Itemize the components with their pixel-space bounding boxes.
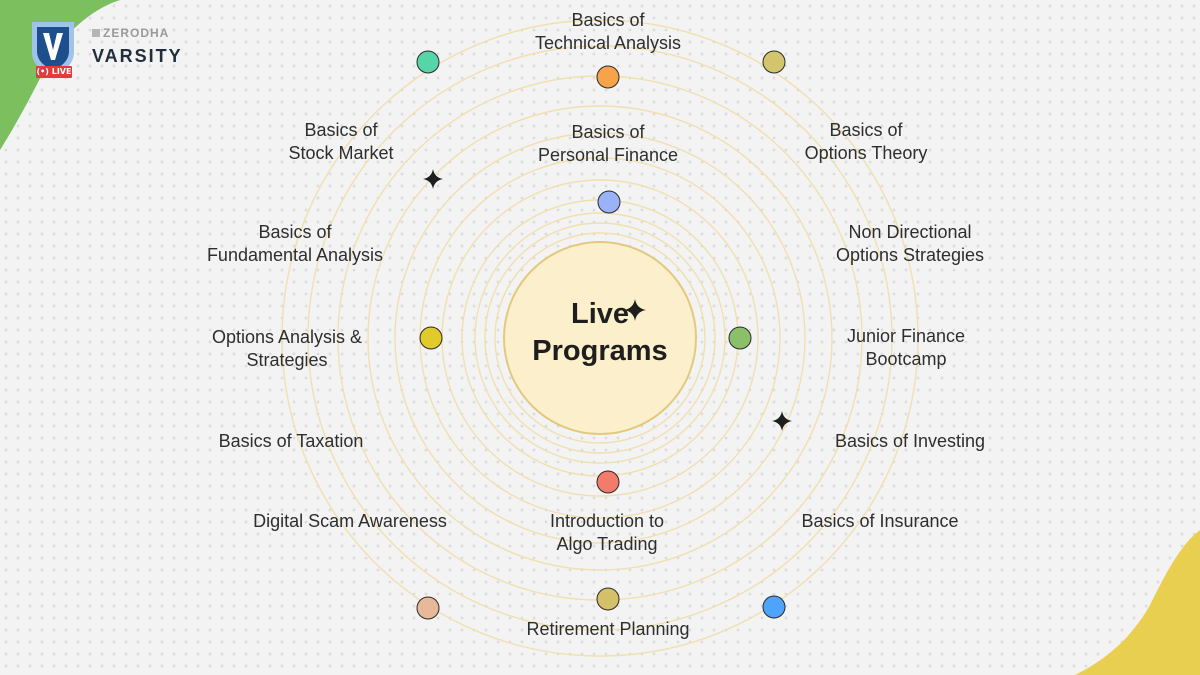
program-taxation[interactable]: Basics of Taxation	[218, 431, 364, 451]
center-title: Live Programs	[510, 296, 690, 370]
decorative-yellow-blob	[1075, 530, 1200, 675]
parent-brand-text: ZERODHA	[103, 26, 170, 40]
orbit-ring	[307, 45, 893, 631]
brand-name: VARSITY	[92, 46, 183, 66]
program-retirement-planning[interactable]: Retirement Planning	[526, 619, 690, 639]
orbit-dot	[762, 50, 786, 74]
sparkle-icon	[772, 411, 792, 431]
orbit-ring	[367, 105, 833, 571]
parent-brand: ZERODHA	[92, 26, 169, 40]
sparkle-icon	[423, 169, 443, 189]
orbit-dot	[419, 326, 443, 350]
sparkle-icon	[624, 299, 646, 321]
orbit-dot	[597, 190, 621, 214]
varsity-shield-icon	[32, 22, 74, 76]
orbit-dot	[596, 65, 620, 89]
program-options-analysis[interactable]: Options Analysis &Strategies	[211, 327, 363, 370]
program-insurance[interactable]: Basics of Insurance	[801, 511, 959, 531]
center-circle	[503, 241, 697, 435]
decorative-green-blob	[0, 0, 120, 150]
orbit-dot	[762, 595, 786, 619]
orbit-dots	[416, 50, 786, 620]
center-title-line2: Programs	[532, 335, 668, 367]
orbit-dot	[596, 587, 620, 611]
orbit-dot	[596, 470, 620, 494]
live-badge: (•) LIVE	[36, 66, 72, 78]
program-investing[interactable]: Basics of Investing	[834, 431, 986, 451]
orbit-dot	[728, 326, 752, 350]
orbit-ring	[484, 222, 716, 454]
orbit-dot	[416, 50, 440, 74]
orbit-ring	[474, 212, 726, 464]
orbit-ring	[281, 19, 919, 657]
orbit-ring	[394, 132, 806, 544]
center-title-line1: Live	[570, 298, 630, 330]
orbit-dot	[416, 596, 440, 620]
orbit-ring	[494, 232, 706, 444]
varsity-logo[interactable]: (•) LIVE ZERODHA VARSITY	[30, 20, 190, 82]
program-digital-scam-awareness[interactable]: Digital Scam Awareness	[253, 511, 447, 531]
